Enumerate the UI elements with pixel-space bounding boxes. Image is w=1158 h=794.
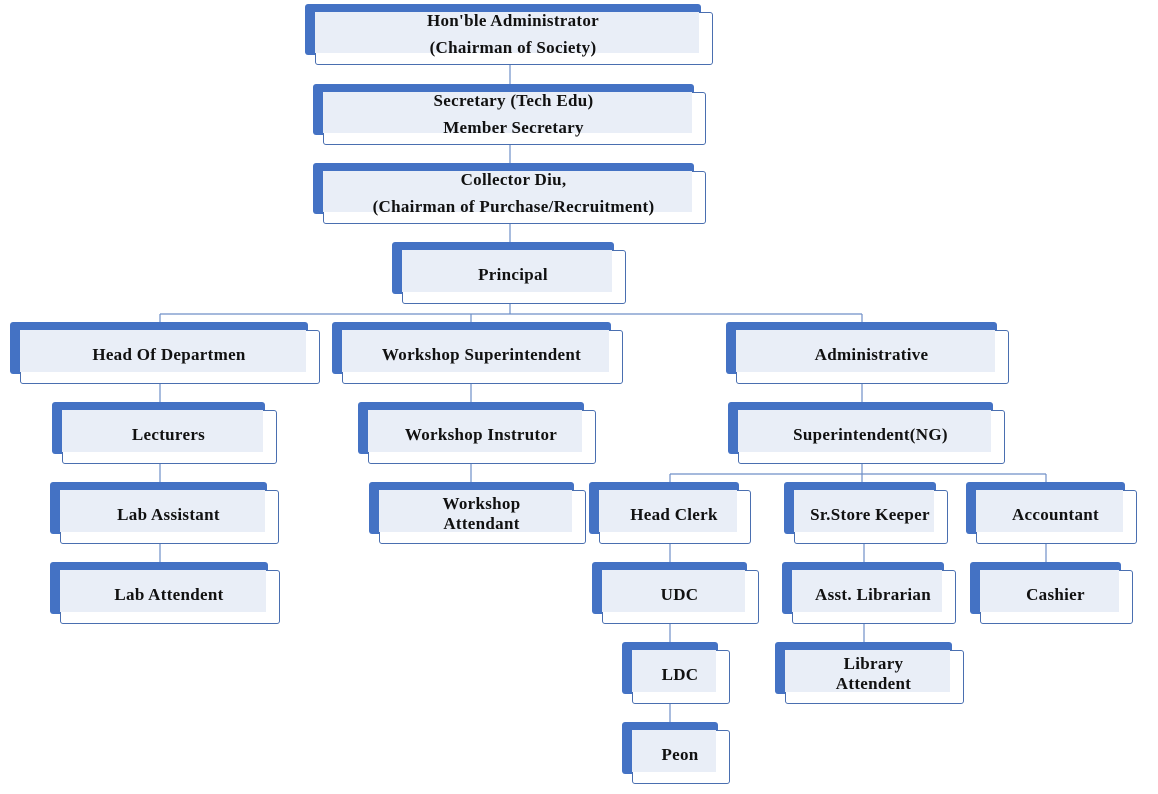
org-node-head-of-department: Head Of Departmen	[10, 322, 320, 384]
node-label: Principal	[402, 248, 624, 300]
node-label: Head Of Departmen	[20, 328, 318, 380]
node-label-line: Library	[843, 654, 904, 673]
node-panel	[379, 490, 572, 532]
org-node-lecturers: Lecturers	[52, 402, 277, 464]
org-node-peon: Peon	[622, 722, 730, 784]
node-label-line: Collector Diu,	[460, 169, 567, 189]
org-node-workshop-superintendent: Workshop Superintendent	[332, 322, 623, 384]
node-label: Cashier	[980, 568, 1131, 620]
node-label: Head Clerk	[599, 488, 749, 540]
node-label: Secretary (Tech Edu) Member Secretary	[323, 88, 704, 139]
node-label-line: Attendant	[443, 514, 520, 533]
node-panel	[738, 410, 991, 452]
node-panel	[980, 570, 1119, 612]
node-label: Hon'ble Administrator (Chairman of Societ…	[315, 8, 711, 59]
org-node-administrator: Hon'ble Administrator (Chairman of Societ…	[305, 4, 713, 65]
node-label-line: Secretary (Tech Edu)	[433, 90, 594, 110]
node-label-line: Sr.Store Keeper	[810, 504, 930, 524]
node-label-line: UDC	[660, 584, 699, 604]
org-node-administrative: Administrative	[726, 322, 1009, 384]
node-label-line: LDC	[661, 664, 699, 684]
org-node-lab-attendent: Lab Attendent	[50, 562, 280, 624]
org-node-collector: Collector Diu, (Chairman of Purchase/Recr…	[313, 163, 706, 224]
org-node-sr-store-keeper: Sr.Store Keeper	[784, 482, 948, 544]
org-node-head-clerk: Head Clerk	[589, 482, 751, 544]
org-node-asst-librarian: Asst. Librarian	[782, 562, 956, 624]
node-label-line: (Chairman of Society)	[429, 37, 597, 57]
node-label-line: (Chairman of Purchase/Recruitment)	[372, 196, 655, 216]
node-label: Lab Attendent	[60, 568, 278, 620]
node-label-line: Member Secretary	[443, 117, 584, 137]
org-node-ldc: LDC	[622, 642, 730, 704]
node-label-line: Hon'ble Administrator	[426, 10, 600, 30]
node-label-line: Workshop Instrutor	[404, 424, 558, 444]
node-label: Sr.Store Keeper	[794, 488, 946, 540]
node-panel	[785, 650, 950, 692]
node-panel	[342, 330, 609, 372]
node-panel	[602, 570, 745, 612]
node-label-line: Attendent	[835, 674, 912, 693]
node-panel	[60, 570, 266, 612]
node-label: UDC	[602, 568, 757, 620]
node-panel	[368, 410, 582, 452]
node-label-line: Cashier	[1026, 584, 1085, 604]
node-label-line: Principal	[478, 264, 548, 284]
node-label: Workshop Instrutor	[368, 408, 594, 460]
node-label-line: Superintendent(NG)	[793, 424, 948, 444]
node-label-line: Administrative	[814, 344, 929, 364]
node-label-line: Workshop	[442, 494, 521, 513]
node-label: Superintendent(NG)	[738, 408, 1003, 460]
org-node-secretary: Secretary (Tech Edu) Member Secretary	[313, 84, 706, 145]
node-panel	[632, 650, 716, 692]
node-panel	[62, 410, 263, 452]
node-label-line: Accountant	[1011, 504, 1100, 524]
node-panel	[736, 330, 995, 372]
node-panel	[402, 250, 612, 292]
org-node-udc: UDC	[592, 562, 759, 624]
org-node-principal: Principal	[392, 242, 626, 304]
node-panel	[20, 330, 306, 372]
org-node-workshop-instructor: Workshop Instrutor	[358, 402, 596, 464]
node-label: Lecturers	[62, 408, 275, 460]
node-label-line: Lab Attendent	[114, 584, 224, 604]
node-label: Administrative	[736, 328, 1007, 380]
node-label: Asst. Librarian	[792, 568, 954, 620]
node-label-line: Peon	[661, 744, 699, 764]
node-label: Peon	[632, 728, 728, 780]
node-panel	[323, 171, 692, 212]
node-panel	[792, 570, 942, 612]
node-label-line: Head Of Departmen	[92, 344, 246, 364]
node-label: Accountant	[976, 488, 1135, 540]
node-label: Collector Diu, (Chairman of Purchase/Recr…	[323, 167, 704, 218]
node-label-line: Workshop Superintendent	[381, 344, 582, 364]
org-node-lab-assistant: Lab Assistant	[50, 482, 279, 544]
org-node-superintendent-ng: Superintendent(NG)	[728, 402, 1005, 464]
node-panel	[60, 490, 265, 532]
node-label: Lab Assistant	[60, 488, 277, 540]
node-label: LDC	[632, 648, 728, 700]
node-panel	[315, 12, 699, 53]
node-label-line: Head Clerk	[630, 504, 718, 524]
node-label: Workshop Superintendent	[342, 328, 621, 380]
org-node-cashier: Cashier	[970, 562, 1133, 624]
node-label-line: Asst. Librarian	[815, 584, 931, 604]
node-label-line: Lab Assistant	[117, 504, 220, 524]
node-panel	[976, 490, 1123, 532]
node-label-line: Lecturers	[131, 424, 206, 444]
node-panel	[599, 490, 737, 532]
node-panel	[323, 92, 692, 133]
node-panel	[794, 490, 934, 532]
org-node-accountant: Accountant	[966, 482, 1137, 544]
node-panel	[632, 730, 716, 772]
